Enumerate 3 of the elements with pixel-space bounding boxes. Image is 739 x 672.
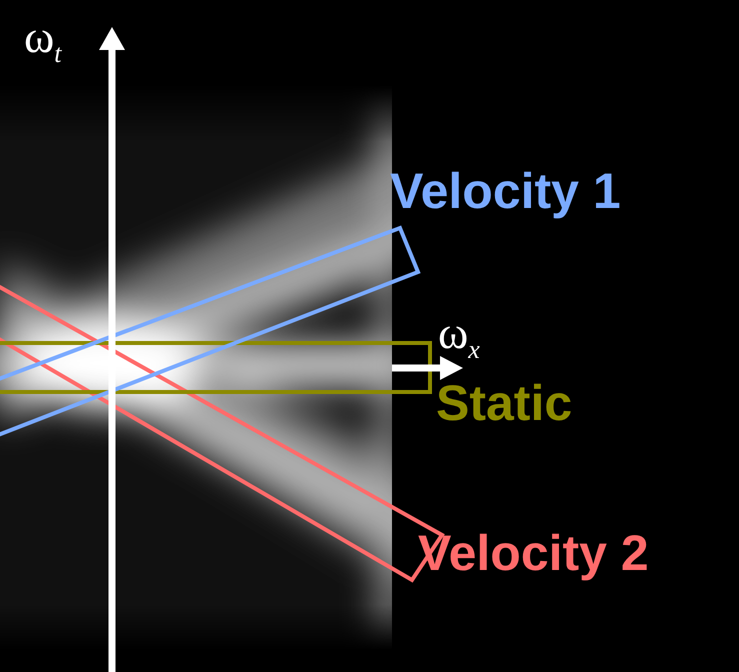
axis-label: ω$_{x}$ xyxy=(438,310,480,364)
axis-label: ω$_{t}$ xyxy=(24,14,62,68)
band-label: Static xyxy=(436,378,572,428)
